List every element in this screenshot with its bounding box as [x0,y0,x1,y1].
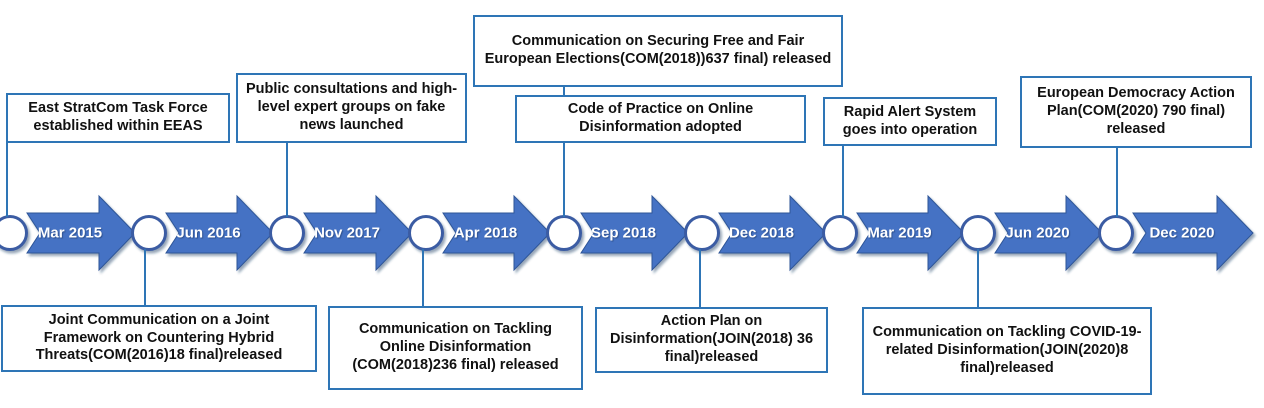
annotation-box-tackling-covid: Communication on Tackling COVID-19-relat… [862,307,1152,395]
timeline-date-label: Dec 2020 [1149,224,1215,242]
timeline-arrow [994,194,1103,272]
timeline-date-label: Jun 2020 [1005,224,1070,242]
timeline-arrow [718,194,827,272]
annotation-text: Communication on Tackling COVID-19-relat… [872,324,1142,376]
timeline-node [1098,215,1134,251]
connector-tackling-online [422,249,424,307]
annotation-text: East StratCom Task Force established wit… [28,100,208,134]
annotation-box-public-consultations: Public consultations and high-level expe… [236,73,467,143]
timeline-arrows [26,194,1254,272]
connector-joint-communication [144,249,146,306]
annotation-text: Communication on Tackling Online Disinfo… [352,321,559,373]
connector-public-consultations [286,141,288,217]
annotation-text: Communication on Securing Free and Fair … [484,33,832,67]
annotation-box-securing-elections: Communication on Securing Free and Fair … [473,15,843,87]
connector-tackling-covid [977,249,979,308]
annotation-box-rapid-alert: Rapid Alert System goes into operation [823,97,997,146]
annotation-text: European Democracy Action Plan(COM(2020)… [1037,85,1235,137]
timeline-arrow [856,194,965,272]
timeline-arrow [165,194,274,272]
timeline-arrow [442,194,551,272]
timeline-node [684,215,720,251]
timeline-node [131,215,167,251]
connector-democracy-action-plan [1116,147,1118,217]
connector-code-of-practice [563,142,565,217]
timeline-node [546,215,582,251]
connector-east-stratcom [6,141,8,217]
connector-securing-elections [563,86,565,96]
timeline-date-label: Apr 2018 [453,224,518,242]
annotation-text: Joint Communication on a Joint Framework… [35,311,283,364]
timeline-node [269,215,305,251]
annotation-text: Code of Practice on Online Disinformatio… [567,101,754,135]
timeline-node [408,215,444,251]
timeline-date-label: Nov 2017 [314,224,380,242]
connector-rapid-alert [842,145,844,217]
timeline-arrow [26,194,136,272]
timeline-node [960,215,996,251]
annotation-text: Rapid Alert System goes into operation [842,103,978,138]
timeline-date-label: Jun 2016 [176,224,241,242]
connector-action-plan [699,249,701,308]
timeline-date-label: Sep 2018 [590,224,657,242]
timeline-arrow [1132,194,1254,272]
timeline-date-label: Mar 2019 [867,224,932,242]
timeline-node [0,215,28,251]
timeline-arrow [303,194,413,272]
annotation-box-democracy-action-plan: European Democracy Action Plan(COM(2020)… [1020,76,1252,148]
timeline-date-label: Dec 2018 [728,224,795,242]
annotation-box-east-stratcom: East StratCom Task Force established wit… [6,93,230,143]
annotation-box-action-plan: Action Plan on Disinformation(JOIN(2018)… [595,307,828,373]
annotation-text: Public consultations and high-level expe… [245,81,458,133]
timeline-node [822,215,858,251]
annotation-box-joint-communication: Joint Communication on a Joint Framework… [1,305,317,372]
timeline-date-label: Mar 2015 [37,224,103,242]
timeline-arrow [580,194,689,272]
annotation-text: Action Plan on Disinformation(JOIN(2018)… [609,313,814,365]
timeline-nodes [0,215,1134,251]
annotation-box-tackling-online: Communication on Tackling Online Disinfo… [328,306,583,390]
annotation-box-code-of-practice: Code of Practice on Online Disinformatio… [515,95,806,143]
